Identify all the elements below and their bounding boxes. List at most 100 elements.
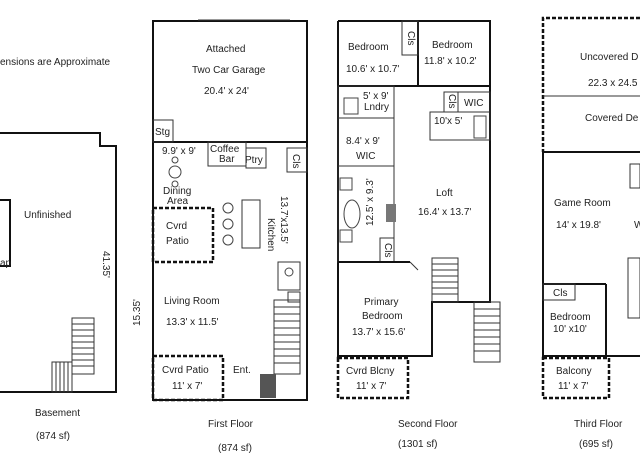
kitchen-island [241,199,261,249]
door-swing [409,261,419,271]
bedroom1-dimensions: 10.6' x 10.7' [346,64,399,75]
front-patio-label: Cvrd Patio [162,365,209,376]
first-floor-closet-label: Cls [290,154,301,168]
storage-closet [152,119,174,143]
basement-side-dimension: 41.35' [100,251,111,278]
wic-left-label: WIC [356,151,375,162]
third-floor-closet-label: Cls [553,288,567,299]
game-room-label: Game Room [554,198,611,209]
uncovered-deck-label: Uncovered D [580,52,638,63]
third-balcony-label: Balcony [556,366,592,377]
front-patio-dimensions: 11' x 7' [172,381,202,392]
entry-label: Ent. [233,365,251,376]
uncovered-deck-outline [541,16,640,152]
third-floor-balcony [541,356,611,400]
wic-right-label: WIC [464,98,483,109]
closet-label-top: Cls [405,31,416,45]
kitchen-label: Kitchen [265,218,276,251]
balcony-label: Cvrd Blcny [346,366,394,377]
basement-unfinished-label: Unfinished [24,210,71,221]
second-floor-caption: Second Floor [398,419,458,430]
primary-bedroom-dimensions: 13.7' x 15.6' [352,327,405,338]
hall-bath [429,111,491,141]
bedroom-closet [401,20,419,56]
garage-label-line2: Two Car Garage [192,65,266,76]
pantry [245,147,267,169]
closet-label-bottom: Cls [382,243,393,257]
dining-label-line2: Area [167,196,189,207]
second-floor-area: (1301 sf) [398,439,437,450]
third-balcony-dimensions: 11' x 7' [558,381,588,392]
washer-icon [343,97,359,115]
covered-deck-label: Covered De [585,113,639,124]
garage-dimensions: 20.4' x 24' [204,86,249,97]
powder-room [277,261,301,291]
third-bedroom-dimensions: 10' x10' [553,324,587,335]
coffee-bar-line2: Bar [219,154,235,165]
third-floor-stairs [627,257,640,319]
living-room-label: Living Room [164,296,220,307]
stool-icon [222,218,234,230]
bedroom2-dimensions: 11.8' x 10.2' [424,56,477,67]
first-floor-closet [286,147,308,173]
dining-table-icon [168,165,182,179]
third-floor-outline [542,151,640,357]
bathtub-icon [343,199,361,229]
pantry-label: Ptry [245,155,263,166]
loft-label: Loft [436,188,453,199]
game-room-dimensions: 14' x 19.8' [556,220,601,231]
third-floor-plan: Uncovered D 22.3 x 24.5 Covered De Game … [541,16,640,450]
balcony-dimensions: 11' x 7' [356,381,386,392]
hall-bath-dimensions: 10'x 5' [434,116,462,127]
third-floor-caption: Third Floor [574,419,623,430]
primary-bedroom-line2: Bedroom [362,311,403,322]
second-floor-plan: Cls Bedroom 10.6' x 10.7' Bedroom 11.8' … [336,20,501,450]
bathtub-icon [473,115,487,139]
sink-icon [287,291,301,303]
basement-outline [0,132,117,393]
third-floor-area: (695 sf) [579,439,613,450]
third-bedroom-label: Bedroom [550,312,591,323]
kitchen-dimensions: 13.7'x13.5' [278,196,289,244]
basement-area: (874 sf) [36,431,70,442]
second-floor-stairs [431,257,459,303]
laundry-dimensions: 5' x 9' [363,91,389,102]
basement-stair-lower [51,361,73,393]
covered-balcony [336,356,410,400]
basement-plan: ensions are Approximate Unfinished ap 41… [0,57,117,442]
side-patio-line1: Cvrd [166,221,187,232]
approximate-note: ensions are Approximate [0,57,111,68]
first-floor-caption: First Floor [208,419,254,430]
wic-left-dimensions: 8.4' x 9' [346,136,380,147]
closet-label-mid: Cls [446,94,457,108]
coffee-bar-line1: Coffee [210,144,240,155]
first-floor-side-dimension: 15.35' [132,299,143,326]
dining-label-line1: Dining [163,186,191,197]
storage-label: Stg [155,127,170,138]
window-fixture [629,163,640,189]
uncovered-deck-dimensions: 22.3 x 24.5 [588,78,638,89]
toilet-icon [284,267,294,277]
bedroom2-label: Bedroom [432,40,473,51]
first-floor-area: (874 sf) [218,443,252,454]
stool-icon [222,202,234,214]
stool-icon [222,234,234,246]
exterior-stairs [473,301,501,363]
basement-inner-wall [0,199,11,267]
loft-dimensions: 16.4' x 13.7' [418,207,471,218]
laundry-label: Lndry [364,102,389,113]
dining-dimensions: 9.9' x 9' [162,146,196,157]
primary-bedroom-line1: Primary [364,297,398,308]
shower-icon [386,204,396,222]
sink-icon [339,229,353,243]
basement-stair-upper [71,317,95,375]
sink-icon [339,177,353,191]
dining-chair-icon [171,156,179,164]
dining-chair-icon [171,180,179,188]
basement-caption: Basement [35,408,80,419]
side-patio-line2: Patio [166,236,189,247]
primary-bath-dimensions: 12.5' x 9.3' [365,178,376,226]
living-room-dimensions: 13.3' x 11.5' [166,317,219,328]
first-floor-stairs [273,299,301,375]
